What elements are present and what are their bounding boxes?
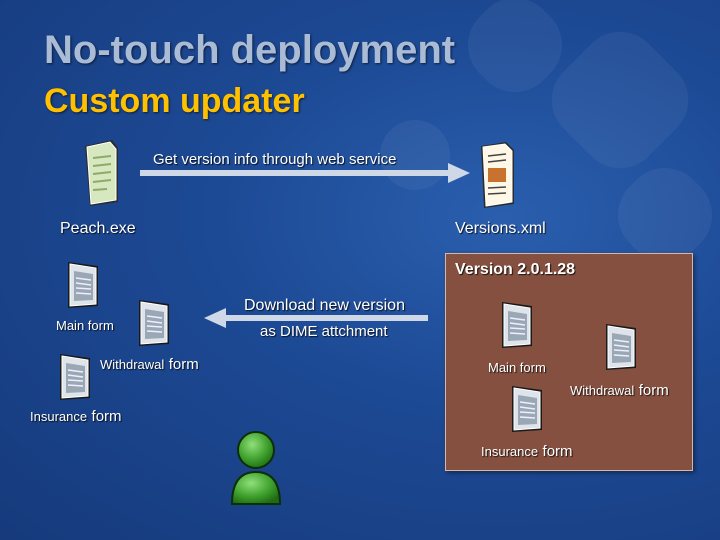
client-main-form-label: Main form	[56, 318, 114, 333]
document-icon	[85, 140, 118, 206]
form-window-icon	[135, 298, 175, 348]
server-withdrawal-label: Withdrawal	[570, 383, 635, 398]
version-panel	[445, 253, 693, 471]
user-icon	[230, 431, 282, 505]
download-label-line2: as DIME attchment	[260, 323, 388, 340]
form-window-icon	[498, 300, 538, 350]
request-arrow-label: Get version info through web service	[153, 151, 397, 168]
server-main-form-label: Main form	[488, 360, 546, 375]
client-insurance-label: Insurance	[30, 409, 88, 424]
server-insurance-label: Insurance	[481, 444, 539, 459]
client-insurance-suffix: form	[91, 408, 122, 425]
server-withdrawal-suffix: form	[638, 382, 669, 399]
form-window-icon	[64, 260, 104, 310]
client-insurance-form-label: Insurance form	[30, 408, 122, 426]
client-file-label: Peach.exe	[60, 220, 136, 237]
server-insurance-form-label: Insurance form	[481, 443, 573, 461]
download-label-line1: Download new version	[244, 297, 405, 314]
server-file-label: Versions.xml	[455, 220, 546, 237]
form-window-icon	[602, 322, 642, 372]
slide-subtitle: Custom updater	[44, 82, 305, 120]
server-withdrawal-form-label: Withdrawal form	[570, 382, 669, 400]
slide-title: No-touch deployment	[44, 28, 456, 72]
client-withdrawal-suffix: form	[168, 356, 199, 373]
version-label: Version 2.0.1.28	[455, 261, 576, 278]
document-icon	[481, 142, 514, 208]
form-window-icon	[56, 352, 96, 402]
server-insurance-suffix: form	[542, 443, 573, 460]
client-withdrawal-label: Withdrawal	[100, 357, 165, 372]
client-withdrawal-form-label: Withdrawal form	[100, 356, 199, 374]
form-window-icon	[508, 384, 548, 434]
